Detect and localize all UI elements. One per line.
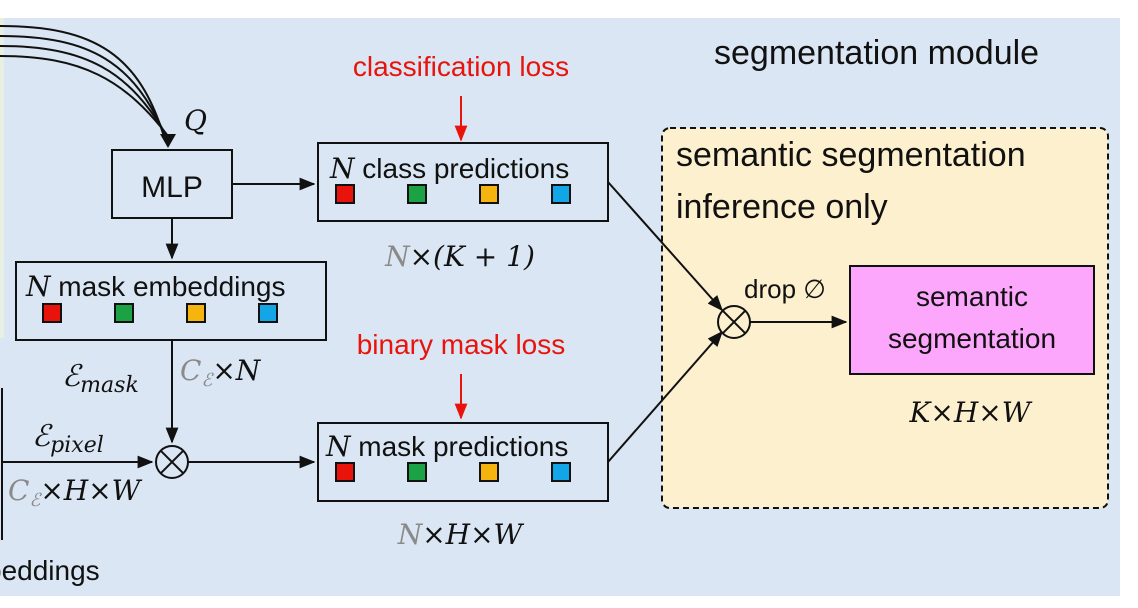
- class-predictions-label: N class predictions: [329, 152, 569, 185]
- class-dim-n: N: [384, 240, 411, 273]
- pixel-dim-sub: ℰ: [29, 490, 42, 511]
- mask-embeddings-text: mask embeddings: [51, 271, 286, 302]
- module-title: segmentation module: [714, 34, 1039, 72]
- mask-embedding-square-yellow: [186, 303, 206, 323]
- mask-embedding-square-red: [42, 303, 62, 323]
- class-predictions-box: [317, 142, 609, 222]
- mask-pred-dim-rest: ×H×W: [422, 518, 524, 551]
- class-predictions-dim: N×(K + 1): [384, 240, 535, 273]
- query-label: Q: [184, 104, 207, 137]
- class-prediction-square-green: [407, 184, 427, 204]
- class-predictions-text: class predictions: [355, 153, 570, 184]
- mask-embedding-dim: Cℰ×N: [180, 354, 262, 391]
- pixel-embedding-symbol: ℰpixel: [32, 419, 104, 458]
- pixel-dim-c: C: [8, 474, 29, 507]
- output-line1: semantic: [916, 281, 1028, 312]
- e-pixel-letter: ℰ: [32, 419, 53, 454]
- query-arrowhead: [160, 134, 176, 148]
- drop-label: drop ∅: [744, 274, 826, 304]
- mask-dim-c: C: [180, 354, 201, 387]
- mask-prediction-square-red: [335, 462, 355, 482]
- mask-prediction-square-yellow: [479, 462, 499, 482]
- mask-embedding-symbol: ℰmask: [62, 359, 139, 398]
- output-dim: K×H×W: [908, 396, 1032, 429]
- mask-prediction-squares: [335, 462, 571, 482]
- mask-embedding-squares: [42, 303, 278, 323]
- mask-predictions-text: mask predictions: [351, 431, 569, 462]
- class-prediction-square-blue: [551, 184, 571, 204]
- mask-prediction-square-green: [407, 462, 427, 482]
- multiply-left-cross-b: [159, 449, 185, 475]
- mlp-box: [111, 149, 233, 219]
- class-dim-rest: ×(K + 1): [410, 240, 535, 273]
- semantic-segmentation-output-box: [849, 265, 1095, 375]
- binary-mask-loss-label: binary mask loss: [357, 329, 566, 360]
- class-prediction-squares: [335, 184, 571, 204]
- mask-dim-rest: ×N: [212, 354, 261, 387]
- mask-embeddings-label: N mask embeddings: [25, 270, 286, 303]
- mask-prediction-square-blue: [551, 462, 571, 482]
- pixel-embeddings-caption: beddings: [0, 555, 100, 586]
- class-prediction-square-red: [335, 184, 355, 204]
- mask-embedding-square-green: [114, 303, 134, 323]
- mask-dim-sub: ℰ: [201, 370, 214, 391]
- mask-embeddings-box: [15, 261, 327, 341]
- query-input-curves: [0, 25, 172, 141]
- mask-predictions-dim: N×H×W: [397, 518, 525, 551]
- multiply-right-cross-b: [721, 309, 747, 335]
- mask-to-combine-arrow: [607, 330, 724, 463]
- output-line2: segmentation: [888, 323, 1056, 354]
- e-pixel-sub: pixel: [50, 433, 104, 458]
- e-mask-letter: ℰ: [62, 359, 83, 394]
- pixel-embedding-dim: Cℰ×H×W: [8, 474, 143, 511]
- class-prediction-square-yellow: [479, 184, 499, 204]
- classification-loss-label: classification loss: [353, 51, 569, 82]
- mask-embeddings-var: N: [25, 270, 52, 303]
- mask-embedding-square-blue: [258, 303, 278, 323]
- mlp-label: MLP: [141, 171, 203, 204]
- class-to-combine-arrow: [607, 181, 724, 312]
- inference-box-line1: semantic segmentation: [676, 136, 1026, 174]
- inference-box-line2: inference only: [676, 188, 888, 226]
- e-mask-sub: mask: [80, 373, 139, 398]
- mask-predictions-var: N: [325, 430, 352, 463]
- left-edge-strip: [0, 18, 4, 338]
- mask-predictions-label: N mask predictions: [325, 430, 568, 463]
- class-predictions-var: N: [329, 152, 356, 185]
- pixel-dim-rest: ×H×W: [40, 474, 142, 507]
- mask-dim-n: N: [397, 518, 424, 551]
